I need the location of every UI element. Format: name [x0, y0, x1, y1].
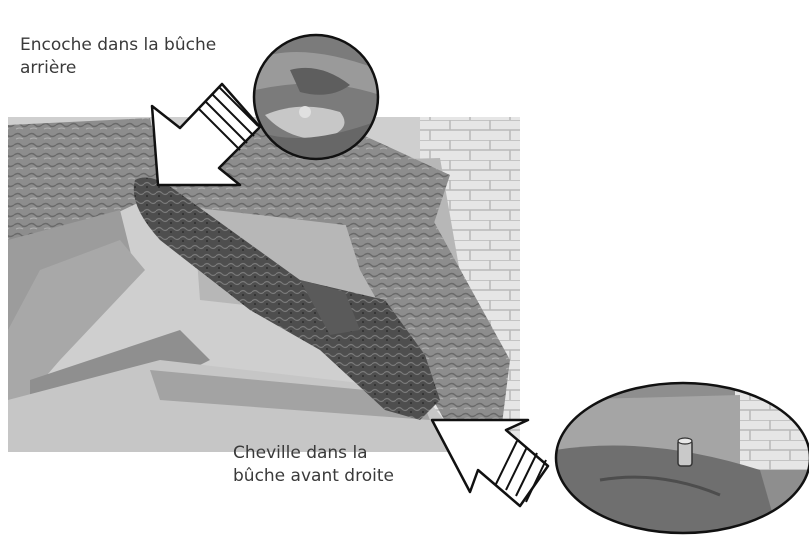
rear-notch-label: Encoche dans la bûche arrière	[20, 34, 216, 80]
rear-notch-label-line2: arrière	[20, 57, 216, 80]
fireplace-photo	[8, 117, 520, 452]
front-peg-label: Cheville dans la bûche avant droite	[233, 442, 394, 488]
arrow-icon	[432, 420, 548, 506]
rear-notch-label-line1: Encoche dans la bûche	[20, 34, 216, 57]
front-peg-label-line1: Cheville dans la	[233, 442, 394, 465]
front-peg-label-line2: bûche avant droite	[233, 465, 394, 488]
front-peg-inset	[555, 380, 809, 537]
